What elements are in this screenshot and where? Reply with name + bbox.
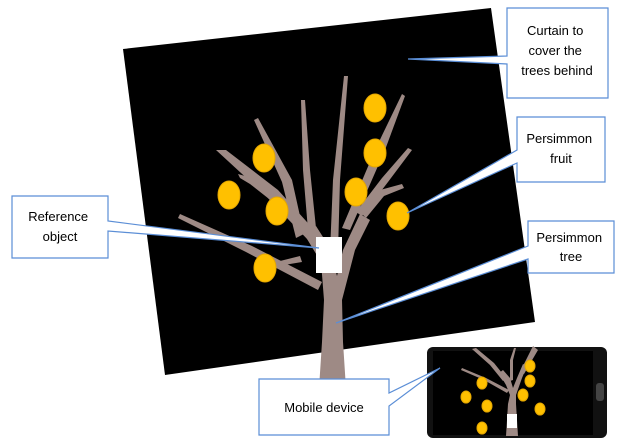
- curtain: [123, 8, 535, 375]
- device-fruit: [534, 402, 546, 416]
- svg-text:Reference object: Reference object: [28, 209, 92, 244]
- device-home-button: [596, 383, 604, 401]
- device-fruit: [524, 359, 536, 373]
- svg-text:Persimmon fruit: Persimmon fruit: [526, 131, 595, 166]
- device-fruit: [524, 374, 536, 388]
- device-reference-object: [507, 414, 517, 428]
- device-fruit: [517, 388, 529, 402]
- callout-curtain-line2: cover the: [528, 43, 581, 58]
- callout-fruit-line2: fruit: [550, 151, 572, 166]
- device-fruit: [481, 399, 493, 413]
- callout-fruit: [406, 116, 606, 214]
- device-fruit: [476, 421, 488, 435]
- callout-tree-line1: Persimmon: [536, 230, 602, 245]
- fruit: [265, 196, 289, 226]
- callout-fruit-line1: Persimmon: [526, 131, 592, 146]
- callout-curtain-line3: trees behind: [521, 63, 593, 78]
- svg-text:Mobile device: Mobile device: [284, 400, 364, 415]
- fruit: [363, 138, 387, 168]
- callout-device: [258, 367, 441, 436]
- callout-device-line1: Mobile device: [284, 400, 364, 415]
- fruit: [363, 93, 387, 123]
- callout-tree: [335, 220, 615, 324]
- svg-text:Curtain to cover the t: Curtain to cover the trees behind: [521, 23, 593, 78]
- fruit: [252, 143, 276, 173]
- svg-text:Persimmon tree: Persimmon tree: [536, 230, 605, 264]
- fruit: [253, 253, 277, 283]
- callout-reference-line2: object: [43, 229, 78, 244]
- device-fruit: [476, 376, 488, 390]
- mobile-device: [427, 346, 607, 438]
- device-fruit: [460, 390, 472, 404]
- callout-reference-line1: Reference: [28, 209, 88, 224]
- callout-curtain-line1: Curtain to: [527, 23, 583, 38]
- reference-object: [316, 237, 342, 273]
- fruit: [344, 177, 368, 207]
- callout-tree-line2: tree: [560, 249, 582, 264]
- callout-curtain: [407, 7, 609, 99]
- fruits: [217, 93, 410, 283]
- fruit: [217, 180, 241, 210]
- callout-reference: [11, 195, 320, 259]
- fruit: [386, 201, 410, 231]
